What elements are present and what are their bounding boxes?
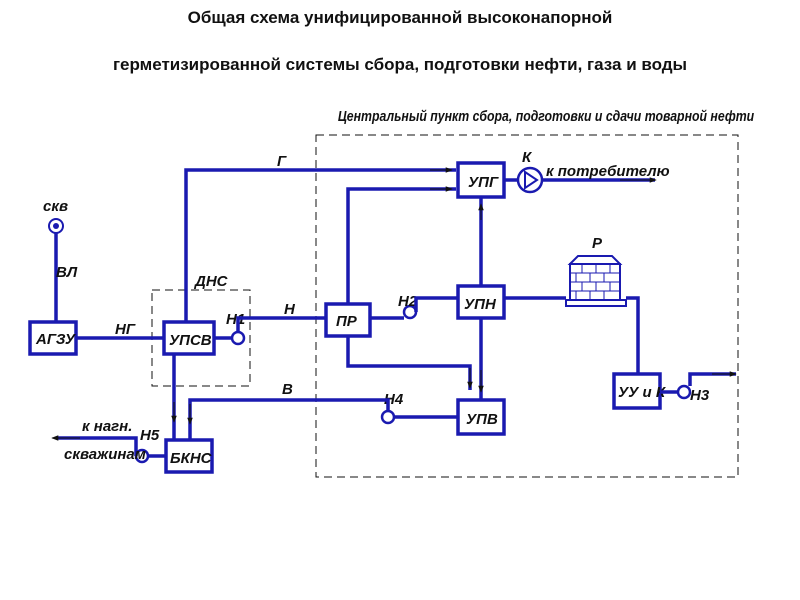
stream-ng-label: НГ: [115, 321, 136, 338]
well-label: скв: [43, 198, 68, 215]
reservoir-icon: [565, 255, 627, 307]
to-consumer-label: к потребителю: [546, 163, 670, 180]
stream-v-label: В: [282, 381, 293, 398]
pump-n3-icon: [676, 384, 692, 400]
pipe-reservoir-uuk: [626, 296, 640, 374]
agzu-label: АГЗУ: [35, 331, 77, 348]
pump-n1-icon: [230, 330, 246, 346]
upsv-label: УПСВ: [169, 332, 212, 349]
upn-label: УПН: [464, 296, 497, 313]
diagram-title-line-2: герметизированной системы сбора, подгото…: [112, 55, 688, 74]
ugt-label: УПГ: [468, 174, 499, 191]
pipe-pr-upv: [346, 336, 472, 390]
diagram-title-line-1: Общая схема унифицированной высоконапорн…: [187, 8, 613, 27]
upv-label: УПВ: [466, 411, 498, 428]
stream-g-label: Г: [277, 153, 287, 170]
pump-n1-label: Н1: [226, 311, 245, 328]
pr-box: [324, 302, 372, 338]
pump-n3-label: Н3: [690, 387, 710, 404]
dns-label: ДНС: [193, 273, 229, 290]
cpp-boundary: [315, 134, 739, 478]
pipe-gas: [184, 168, 456, 322]
uuk-label: УУ и К: [618, 384, 667, 401]
uuk-box: [612, 372, 662, 410]
compressor-k-label: К: [522, 149, 533, 166]
pipe-pr-ugt: [346, 187, 456, 304]
pump-n2-label: Н2: [398, 293, 418, 310]
bkns-label: БКНС: [170, 450, 213, 467]
well-center: [53, 223, 59, 229]
pump-n4-icon: [380, 409, 396, 425]
stream-n-label: Н: [284, 301, 296, 318]
to-injection-label-2: скважинам: [64, 446, 146, 463]
stream-vl-label: ВЛ: [56, 264, 78, 281]
pump-n5-label: Н5: [140, 427, 160, 444]
pr-label: ПР: [336, 313, 358, 330]
pipe-oil-n: [236, 316, 326, 332]
to-injection-label-1: к нагн.: [82, 418, 132, 435]
pipe-n2-upn: [414, 296, 458, 312]
pipe-n3-out: [688, 372, 736, 386]
compressor-k-triangle: [524, 170, 539, 190]
pipe-to-injection: [56, 436, 138, 456]
pipe-water-v: [188, 398, 390, 440]
upv-box: [456, 398, 506, 436]
cpp-label: Центральный пункт сбора, подготовки и сд…: [338, 108, 755, 124]
reservoir-label: Р: [592, 235, 603, 252]
